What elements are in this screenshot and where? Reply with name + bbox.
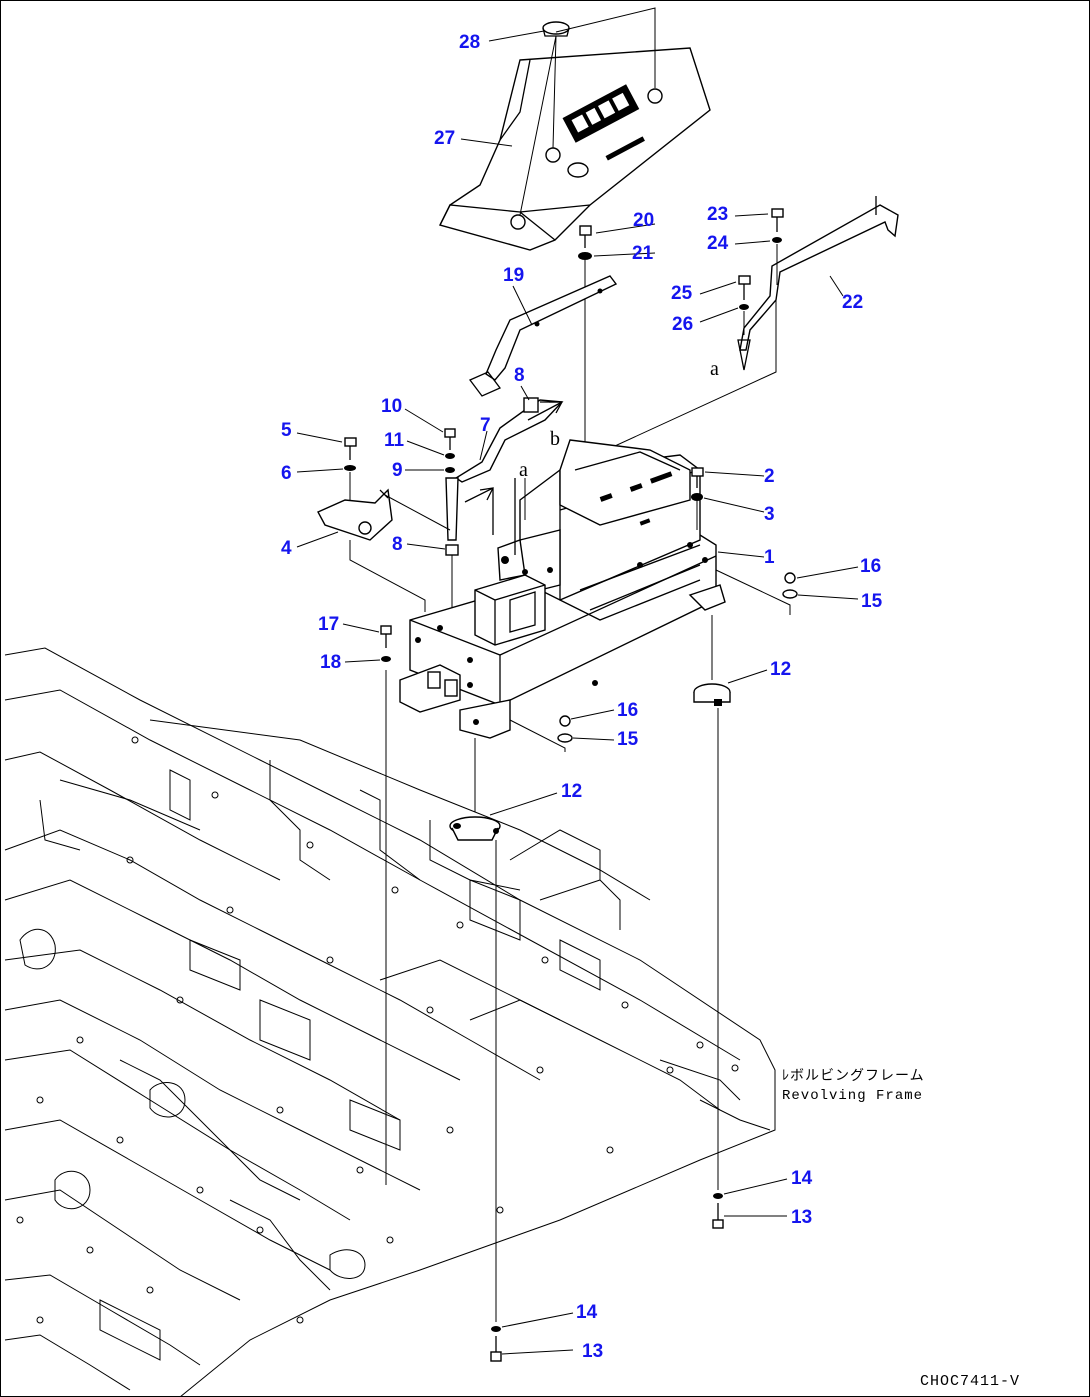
washer-14-lower <box>491 1326 501 1332</box>
bolt-5 <box>344 437 357 460</box>
rubber-mount-12-lower <box>449 738 501 841</box>
clip-8-upper <box>523 397 539 413</box>
callout-4: 4 <box>281 538 292 559</box>
bolt-13-right <box>712 1203 724 1229</box>
revolving-frame-drawing <box>4 647 776 1397</box>
callout-10: 10 <box>381 396 402 417</box>
lower-mount-guide <box>509 719 566 752</box>
arrow-b-upper <box>527 401 563 421</box>
washer-18 <box>381 656 391 662</box>
washer-15-lower <box>557 733 573 743</box>
callout-28: 28 <box>459 32 480 53</box>
callout-20: 20 <box>633 210 654 231</box>
callout-17: 17 <box>318 614 339 635</box>
callout-13-lower: 13 <box>582 1341 603 1362</box>
cover-27 <box>438 47 711 251</box>
washer-6 <box>344 465 356 471</box>
callout-21: 21 <box>632 243 654 264</box>
callout-6: 6 <box>281 463 292 484</box>
callout-14-lower: 14 <box>576 1302 598 1323</box>
lever-22 <box>737 196 899 371</box>
leader-lines <box>296 30 859 1355</box>
callout-15-right: 15 <box>861 591 883 612</box>
rubber-mount-12-right <box>693 615 731 706</box>
bolt-17 <box>380 625 392 648</box>
callout-25: 25 <box>671 283 693 304</box>
washer-11 <box>445 453 455 459</box>
callout-13-right: 13 <box>791 1207 812 1228</box>
bolt-13-lower <box>490 1336 502 1362</box>
clip-8-lower <box>445 544 459 556</box>
letter-b-upper: b <box>550 428 560 450</box>
callout-3: 3 <box>764 504 775 525</box>
washer-24 <box>772 237 782 243</box>
cap-28 <box>542 21 570 37</box>
callout-12-lower: 12 <box>561 781 582 802</box>
washer-14-right <box>713 1193 723 1199</box>
sensor-rod <box>445 477 459 541</box>
frame-note-english: Revolving Frame <box>782 1088 923 1104</box>
bracket-4 <box>317 488 393 541</box>
washer-26 <box>739 304 749 310</box>
callout-labels: 28 27 20 21 19 23 24 25 26 22 8 10 7 11 … <box>281 32 883 1362</box>
cover-mount-lines <box>519 7 656 216</box>
letter-a-lower: a <box>519 459 528 481</box>
callout-5: 5 <box>281 420 292 441</box>
callout-19: 19 <box>503 265 524 286</box>
callout-12-right: 12 <box>770 659 791 680</box>
callout-11: 11 <box>384 430 405 451</box>
guide-a-line <box>579 300 777 463</box>
callout-18: 18 <box>320 652 341 673</box>
washer-21 <box>578 252 592 260</box>
washer-3 <box>691 493 703 501</box>
callout-22: 22 <box>842 292 863 313</box>
callout-24: 24 <box>707 233 729 254</box>
cover-logo-graphic <box>562 84 645 178</box>
arrow-b-lower <box>464 486 494 535</box>
nut-16-lower <box>559 715 571 727</box>
callout-1: 1 <box>764 547 775 568</box>
washer-15-right <box>782 589 798 599</box>
callout-16-right: 16 <box>860 556 881 577</box>
bolt-25 <box>738 275 751 300</box>
callout-2: 2 <box>764 466 775 487</box>
callout-7: 7 <box>480 415 491 436</box>
bracket-4-guide <box>349 494 451 612</box>
callout-16-lower: 16 <box>617 700 638 721</box>
callout-8-upper: 8 <box>514 365 525 386</box>
washer-9 <box>445 467 455 473</box>
bolt-2 <box>691 467 704 488</box>
controller-assembly-1 <box>399 439 726 739</box>
callout-8-lower: 8 <box>392 534 403 555</box>
frame-note-japanese: ﾚボルビングフレーム <box>782 1068 925 1085</box>
drawing-code: CHOC7411-V <box>920 1373 1020 1390</box>
callout-14-right: 14 <box>791 1168 813 1189</box>
right-mount-guide <box>715 569 791 615</box>
bolt-23 <box>771 208 784 232</box>
bracket-7 <box>454 399 564 483</box>
bolt-20 <box>579 225 592 248</box>
callout-26: 26 <box>672 314 693 335</box>
letter-a-upper: a <box>710 358 719 380</box>
bolt-10 <box>444 428 456 450</box>
callout-23: 23 <box>707 204 728 225</box>
callout-15-lower: 15 <box>617 729 639 750</box>
nut-16-right <box>784 572 796 584</box>
bracket-19 <box>468 275 618 397</box>
callout-9: 9 <box>392 460 403 481</box>
callout-27: 27 <box>434 128 455 149</box>
